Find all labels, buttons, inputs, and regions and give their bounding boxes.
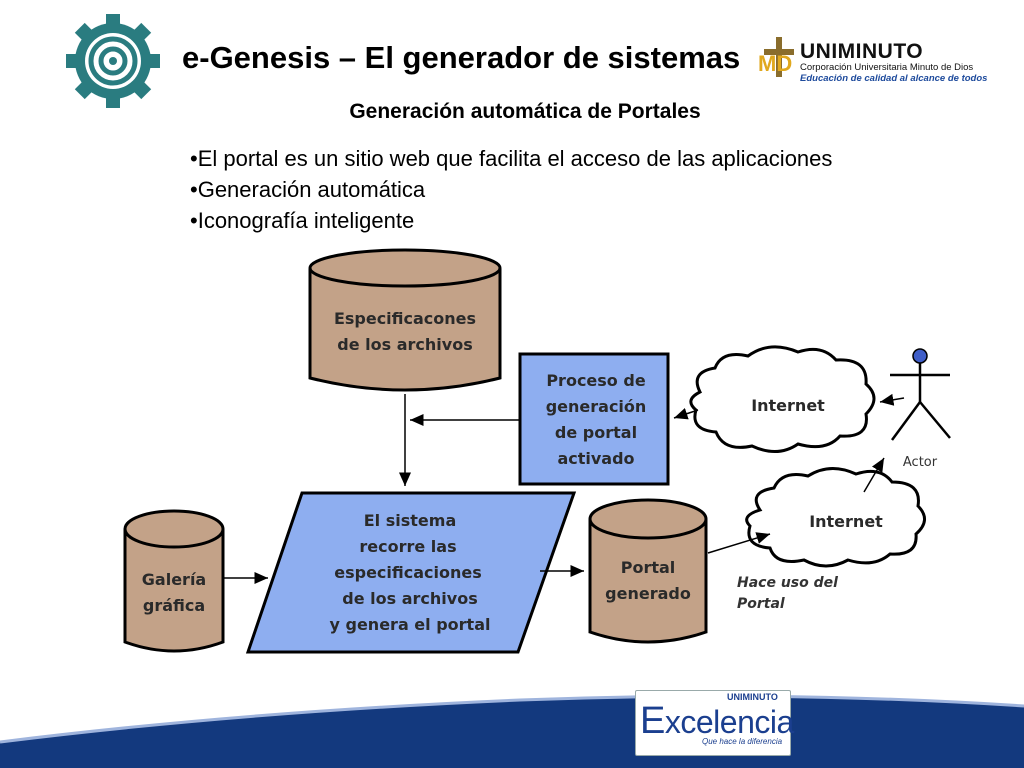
system-process-shape: El sistema recorre las especificaciones … <box>245 491 577 654</box>
excelencia-logo <box>635 690 791 756</box>
excelencia-brand-small: UNIMINUTO <box>727 692 778 702</box>
portal-label-1: Portal <box>621 558 676 577</box>
arrow-actor-to-internet <box>879 393 905 406</box>
process-box: Proceso de generación de portal activado <box>518 352 670 486</box>
excelencia-tagline: Que hace la diferencia <box>702 737 783 746</box>
internet-bottom-label: Internet <box>809 512 883 531</box>
md-mark: MD <box>758 51 792 76</box>
university-subtitle: Corporación Universitaria Minuto de Dios <box>800 62 974 73</box>
system-label-4: de los archivos <box>342 589 477 608</box>
specs-database: Especificacones de los archivos <box>308 248 502 392</box>
specs-label-1: Especificacones <box>334 309 476 328</box>
university-name: UNIMINUTO <box>800 40 924 63</box>
process-label-1: Proceso de <box>546 371 645 390</box>
bullet-list: •El portal es un sitio web que facilita … <box>190 143 990 236</box>
bullet-item: •Generación automática <box>190 177 426 202</box>
page-title: e-Genesis – El generador de sistemas <box>182 40 741 75</box>
process-label-3: de portal <box>555 423 637 442</box>
usage-note-2: Portal <box>737 596 785 612</box>
bullet-item: •El portal es un sitio web que facilita … <box>190 146 833 171</box>
arrow-internet-to-actor <box>863 457 885 493</box>
system-label-5: y genera el portal <box>330 615 491 634</box>
actor-label: Actor <box>903 455 938 470</box>
gallery-database: Galería gráfica <box>123 509 225 653</box>
uniminuto-logo: MD <box>758 37 794 77</box>
system-label-2: recorre las <box>359 537 456 556</box>
arrow-internet-to-process <box>673 408 699 420</box>
arrow-portal-to-internet <box>707 532 771 554</box>
system-label-1: El sistema <box>364 511 456 530</box>
internet-cloud-bottom: Internet <box>745 467 926 568</box>
process-label-4: activado <box>557 449 634 468</box>
internet-top-label: Internet <box>751 396 825 415</box>
gallery-label-1: Galería <box>142 570 206 589</box>
excelencia-wordmark: Excelencia <box>640 700 794 743</box>
portal-label-2: generado <box>605 584 691 603</box>
excelencia-initial: E <box>640 700 665 742</box>
usage-note-1: Hace uso del <box>737 575 838 591</box>
specs-label-2: de los archivos <box>337 335 472 354</box>
bullet-item: •Iconografía inteligente <box>190 208 415 233</box>
internet-cloud-top: Internet <box>689 345 876 453</box>
spiral-gear-logo <box>66 14 160 108</box>
excelencia-rest: xcelencia <box>664 704 794 740</box>
page-subtitle: Generación automática de Portales <box>349 100 701 123</box>
university-slogan: Educación de calidad al alcance de todos <box>800 73 988 84</box>
gallery-label-2: gráfica <box>143 596 205 615</box>
portal-database: Portal generado <box>588 498 708 644</box>
system-label-3: especificaciones <box>334 563 482 582</box>
actor-figure: Actor <box>890 348 951 470</box>
process-label-2: generación <box>546 397 647 416</box>
